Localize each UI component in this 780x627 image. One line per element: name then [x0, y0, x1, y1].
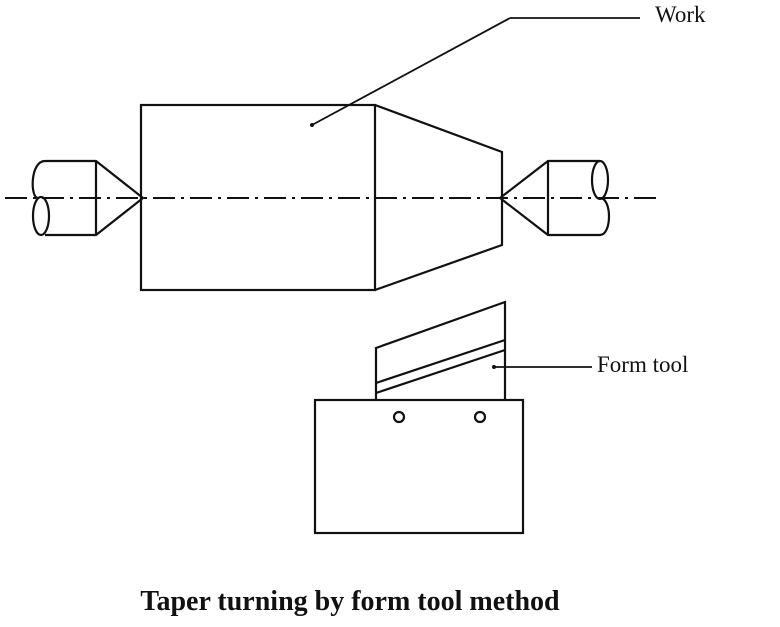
left-lathe-center [31, 159, 145, 237]
work-leader-dot [310, 123, 314, 127]
form-tool [374, 300, 507, 400]
form-tool-leader-dot [492, 365, 496, 369]
figure-caption: Taper turning by form tool method [140, 586, 560, 617]
form-tool-label: Form tool [597, 352, 689, 377]
work-leader-line [311, 17, 511, 126]
tool-holder [313, 398, 525, 535]
work-label: Work [655, 2, 706, 27]
right-lathe-center [499, 159, 611, 237]
